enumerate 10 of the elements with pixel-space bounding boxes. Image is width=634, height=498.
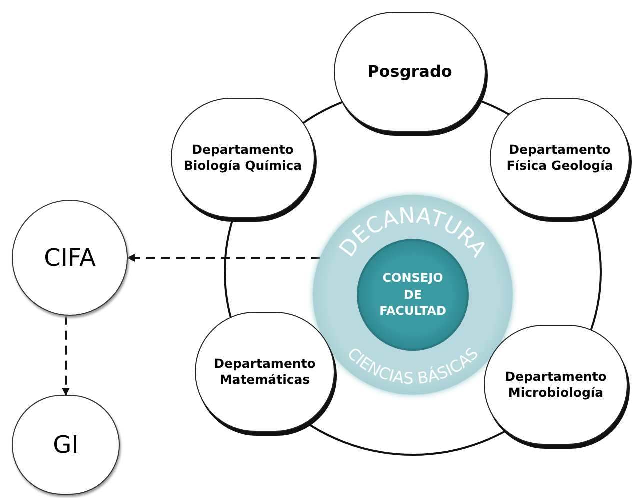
node-label: GI xyxy=(53,430,79,461)
node-label: CIFA xyxy=(44,243,96,274)
node-label: Departamento Matemáticas xyxy=(213,356,317,388)
arrow xyxy=(62,316,70,396)
arrow xyxy=(127,254,320,262)
node-label: Departamento Microbiología xyxy=(504,369,608,401)
node-label: Departamento Biología Química xyxy=(182,142,304,174)
node-label: Departamento Física Geología xyxy=(506,142,614,174)
node-label: CONSEJO DE FACULTAD xyxy=(378,270,448,320)
node-label: Posgrado xyxy=(366,62,454,82)
